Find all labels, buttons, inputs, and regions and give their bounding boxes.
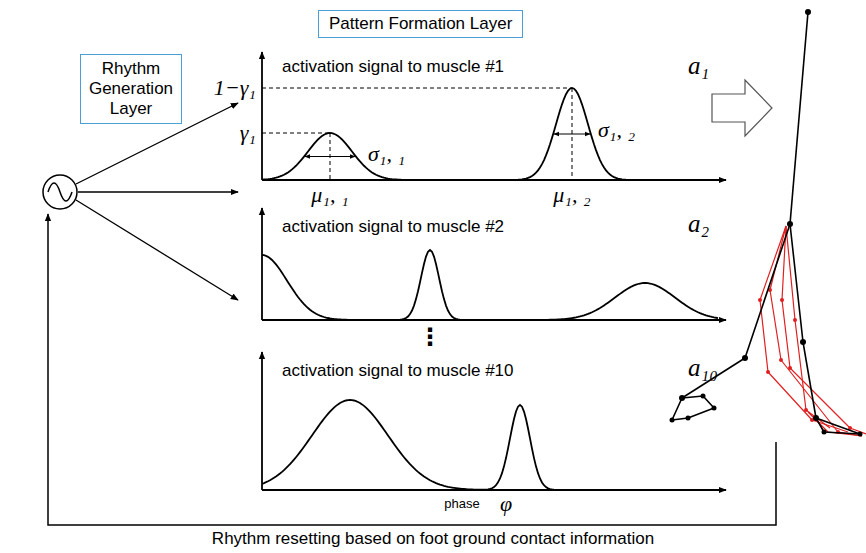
activation-curve (262, 250, 718, 320)
plot-axes (262, 52, 726, 490)
axis-label: phase (444, 497, 479, 511)
amplitude-label: 1−γ₁ (214, 76, 256, 100)
layer-title: Pattern Formation Layer (329, 14, 512, 34)
feedback-line (48, 214, 776, 525)
amplitude-label: γ₁ (240, 121, 256, 145)
center-label: μ₁, ₂ (553, 183, 590, 207)
activation-curve (262, 400, 718, 490)
plot-title: activation signal to muscle #1 (282, 58, 504, 77)
layer-box: Rhythm Generation Layer (80, 54, 182, 124)
center-label: μ₁, ₁ (311, 183, 348, 207)
activation-curve (262, 88, 718, 180)
oscillator-symbol (43, 175, 77, 209)
walker-figure (670, 9, 866, 437)
signal-name: a₁ (688, 52, 709, 80)
plot-title: activation signal to muscle #10 (282, 362, 514, 381)
axis-symbol: φ (500, 492, 512, 516)
width-label: σ₁, ₁ (368, 142, 405, 166)
signal-name: a₂ (688, 210, 709, 238)
layer-box: Pattern Formation Layer (318, 10, 523, 38)
dashed-guides (262, 88, 572, 180)
layer-title: Rhythm Generation Layer (85, 59, 177, 119)
ellipsis: ⋮ (418, 324, 442, 350)
width-label: σ₁, ₂ (598, 118, 635, 142)
hollow-arrow (712, 80, 772, 136)
plot-title: activation signal to muscle #2 (282, 218, 504, 237)
feedback-label: Rhythm resetting based on foot ground co… (212, 530, 654, 549)
signal-name: a₁₀ (688, 354, 718, 382)
signal-arrows (76, 103, 238, 300)
activation-curves (262, 88, 718, 490)
